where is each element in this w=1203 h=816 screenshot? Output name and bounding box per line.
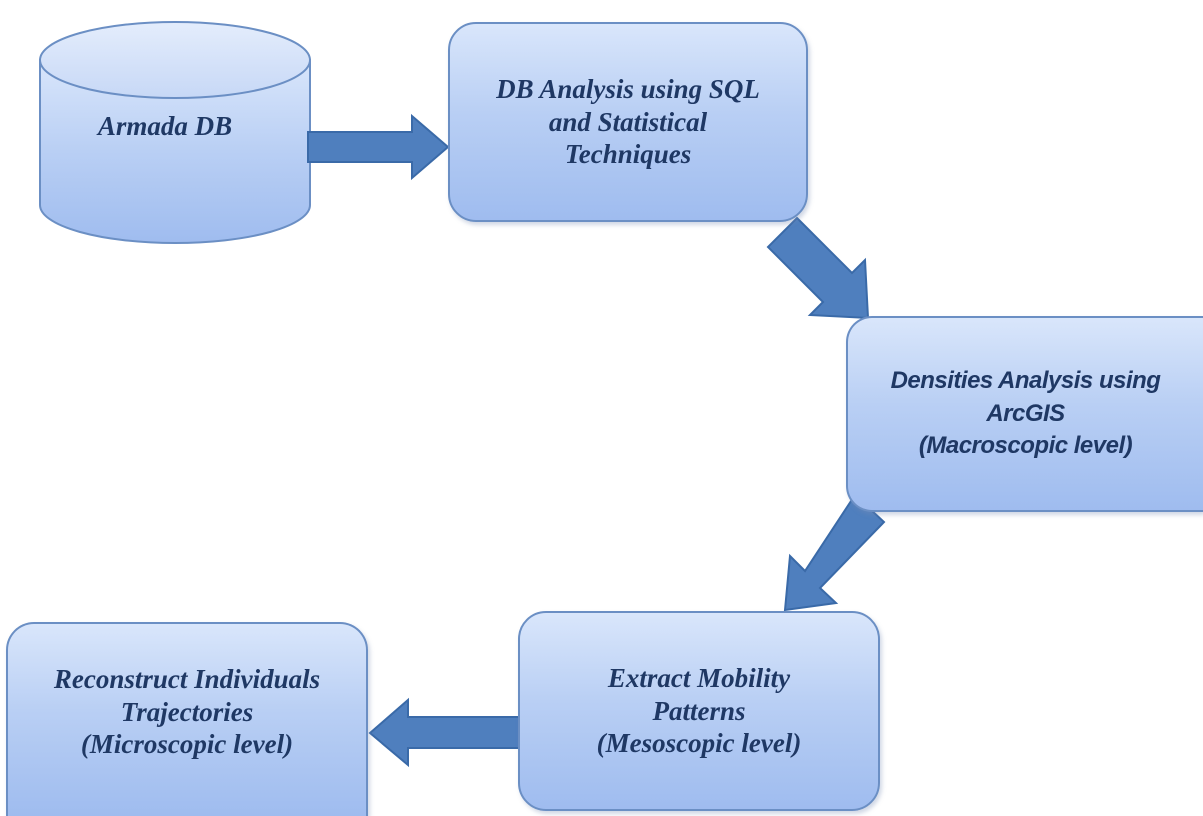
arrow-analysis-to-densities	[766, 216, 870, 320]
densities-analysis-node: Densities Analysis using ArcGIS (Macrosc…	[846, 316, 1203, 512]
db-analysis-node: DB Analysis using SQL and Statistical Te…	[448, 22, 808, 222]
mobility-patterns-label: Extract Mobility Patterns (Mesoscopic le…	[596, 662, 802, 759]
arrow-mobility-to-trajectories	[368, 697, 520, 768]
cylinder-top	[39, 21, 311, 99]
cylinder-body	[39, 59, 311, 244]
db-analysis-label: DB Analysis using SQL and Statistical Te…	[496, 73, 760, 170]
arrow-densities-to-mobility	[783, 493, 886, 612]
densities-analysis-label: Densities Analysis using ArcGIS (Macrosc…	[890, 367, 1161, 460]
reconstruct-trajectories-node: Reconstruct Individuals Trajectories (Mi…	[6, 622, 368, 816]
mobility-patterns-node: Extract Mobility Patterns (Mesoscopic le…	[518, 611, 880, 811]
arrow-db-to-analysis	[307, 113, 450, 181]
armada-db-label: Armada DB	[97, 111, 233, 141]
reconstruct-trajectories-label: Reconstruct Individuals Trajectories (Mi…	[53, 663, 321, 760]
